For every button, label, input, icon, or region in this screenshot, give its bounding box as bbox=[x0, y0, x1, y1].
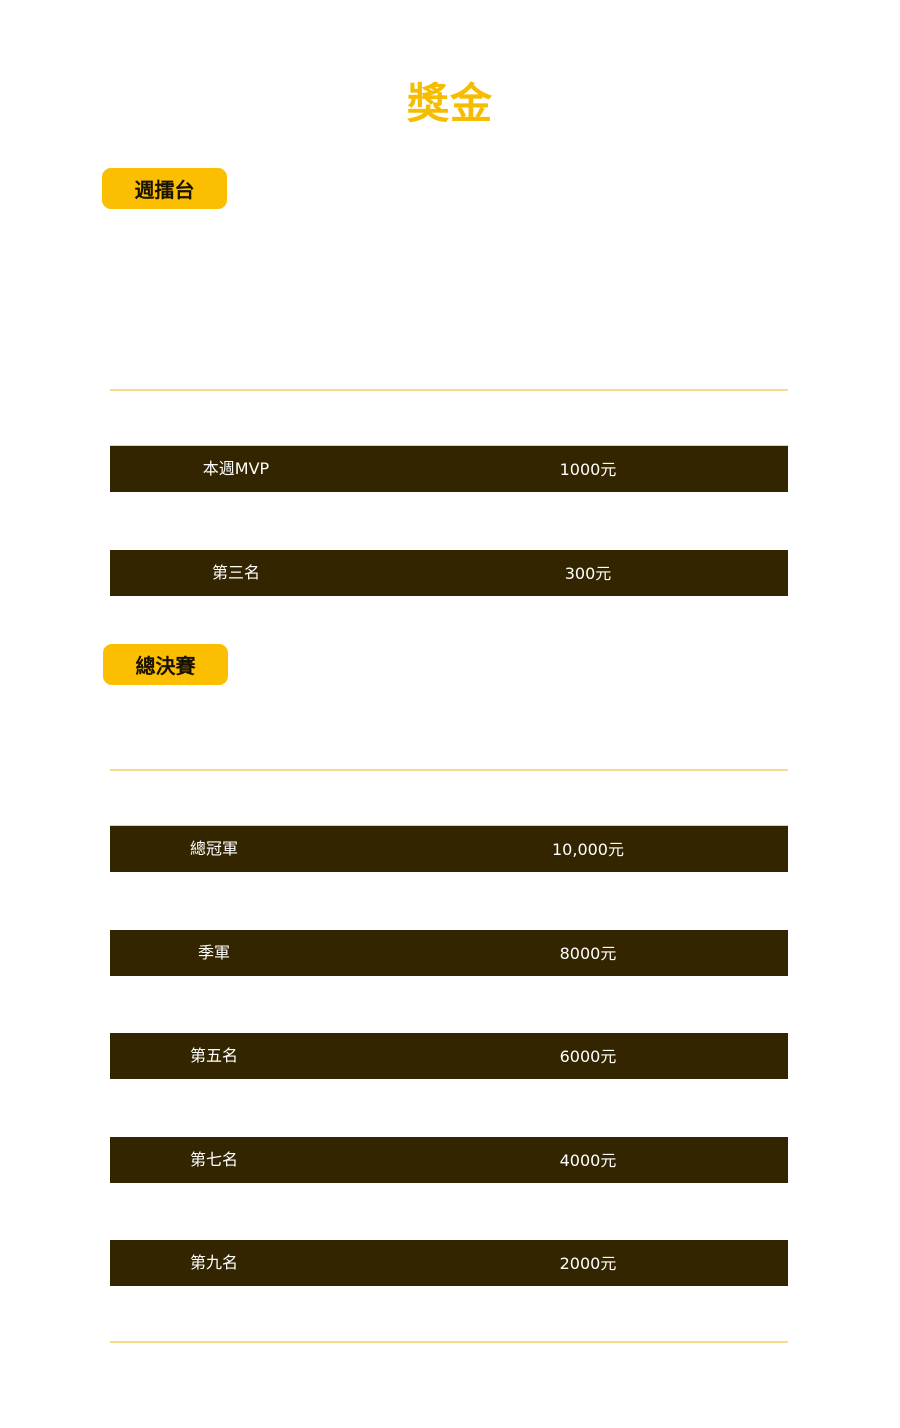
prize-label: 季軍 bbox=[197, 943, 230, 962]
prize-row-weekly-mvp: 本週MVP 1000元 bbox=[110, 445, 788, 492]
prize-value: 6000元 bbox=[559, 1047, 617, 1066]
prize-label: 第七名 bbox=[189, 1150, 238, 1169]
prize-label: 總冠軍 bbox=[189, 839, 238, 858]
prize-label: 第五名 bbox=[189, 1046, 238, 1065]
prize-row-finals-ninth: 第九名 2000元 bbox=[110, 1240, 788, 1286]
prize-value: 2000元 bbox=[559, 1254, 617, 1273]
prize-value: 300元 bbox=[564, 564, 612, 583]
prize-value: 10,000元 bbox=[552, 840, 624, 859]
divider-finals-top bbox=[110, 769, 788, 771]
prize-value: 1000元 bbox=[559, 460, 617, 479]
prize-row-finals-seventh: 第七名 4000元 bbox=[110, 1137, 788, 1183]
section-tab-weekly[interactable]: 週擂台 bbox=[102, 168, 227, 209]
divider-weekly-top bbox=[110, 389, 788, 391]
prize-label: 第三名 bbox=[211, 563, 260, 582]
prize-value: 4000元 bbox=[559, 1151, 617, 1170]
prize-value: 8000元 bbox=[559, 944, 617, 963]
page-title: 獎金 bbox=[406, 79, 493, 128]
prize-row-finals-fifth: 第五名 6000元 bbox=[110, 1033, 788, 1079]
prize-label: 第九名 bbox=[189, 1253, 238, 1272]
section-tab-finals[interactable]: 總決賽 bbox=[103, 644, 228, 685]
prize-row-finals-champion: 總冠軍 10,000元 bbox=[110, 825, 788, 872]
prize-row-finals-third: 季軍 8000元 bbox=[110, 930, 788, 976]
divider-finals-bottom bbox=[110, 1341, 788, 1343]
prize-label: 本週MVP bbox=[202, 459, 270, 478]
prize-row-weekly-third: 第三名 300元 bbox=[110, 550, 788, 596]
